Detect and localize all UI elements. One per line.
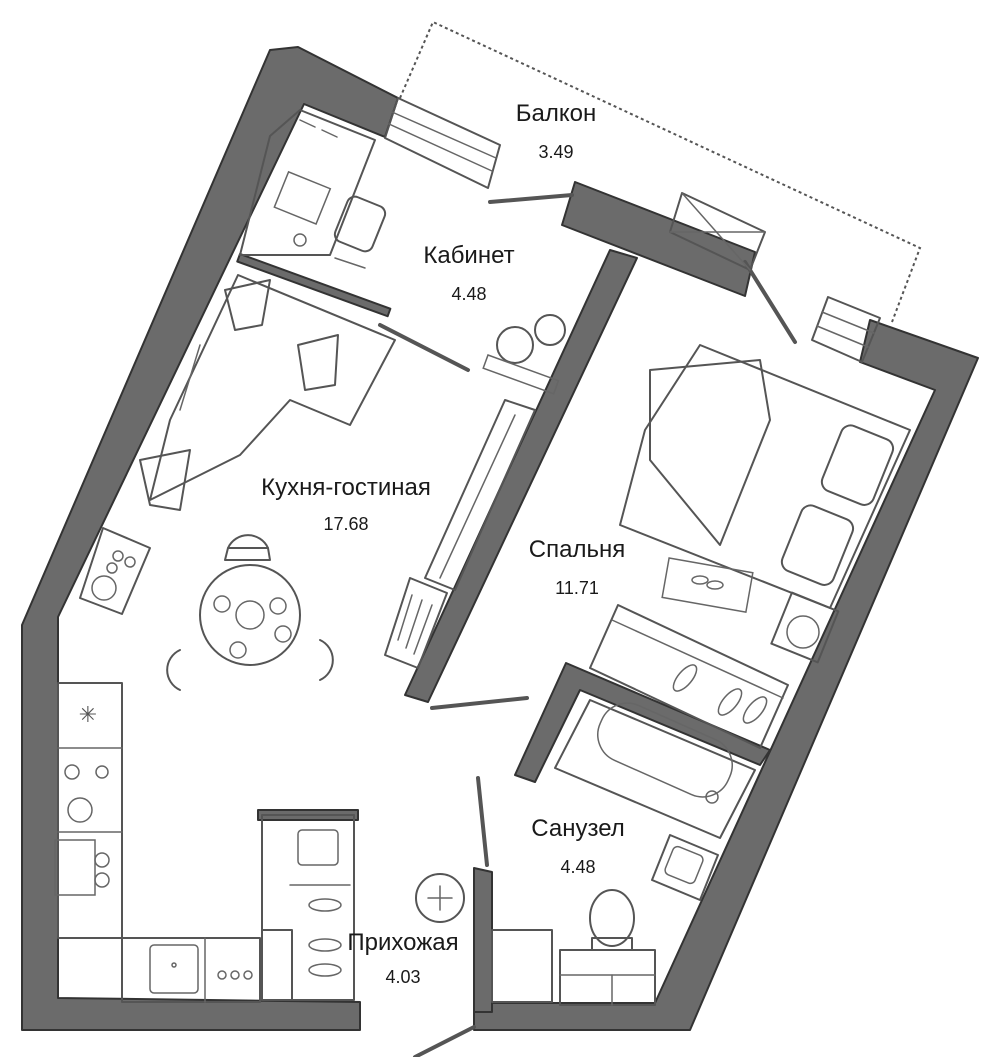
room-name: Прихожая (347, 929, 459, 956)
room-area: 4.03 (385, 967, 421, 987)
dining-table-icon (166, 534, 334, 691)
walls (21, 46, 979, 1031)
washing-machine-icon (770, 591, 840, 664)
ceiling-light-icon (415, 873, 465, 923)
bathroom-shelf (559, 949, 656, 1006)
room-name: Балкон (515, 100, 597, 127)
room-name: Кухня-гостиная (261, 474, 431, 501)
room-name: Санузел (531, 815, 625, 842)
radiator (384, 577, 448, 669)
svg-text:✳: ✳ (79, 703, 97, 728)
tv-console (424, 399, 536, 591)
wardrobe-icon (261, 814, 355, 1001)
room-name: Спальня (528, 536, 626, 563)
office-chair-icon (333, 195, 387, 269)
plant-icon (482, 314, 566, 395)
room-area: 3.49 (538, 142, 574, 162)
wardrobe-icon (589, 604, 789, 749)
room-area: 11.71 (555, 578, 599, 598)
bathtub-icon (554, 699, 756, 839)
sink-icon (149, 944, 253, 994)
room-area: 4.48 (451, 284, 487, 304)
washbasin-icon (651, 834, 719, 901)
room-area: 17.68 (323, 514, 369, 534)
room-area: 4.48 (560, 857, 596, 877)
shoe-cabinet (491, 929, 553, 1003)
doors (378, 193, 797, 1057)
balcony-railing (399, 20, 922, 323)
bed-icon (619, 344, 911, 614)
toilet-icon (589, 889, 635, 951)
kitchen-counter: ✳ (54, 682, 261, 1003)
room-name: Кабинет (423, 242, 515, 269)
sofa-icon (139, 274, 396, 511)
stove-icon (79, 527, 151, 615)
window-icon (384, 97, 881, 363)
